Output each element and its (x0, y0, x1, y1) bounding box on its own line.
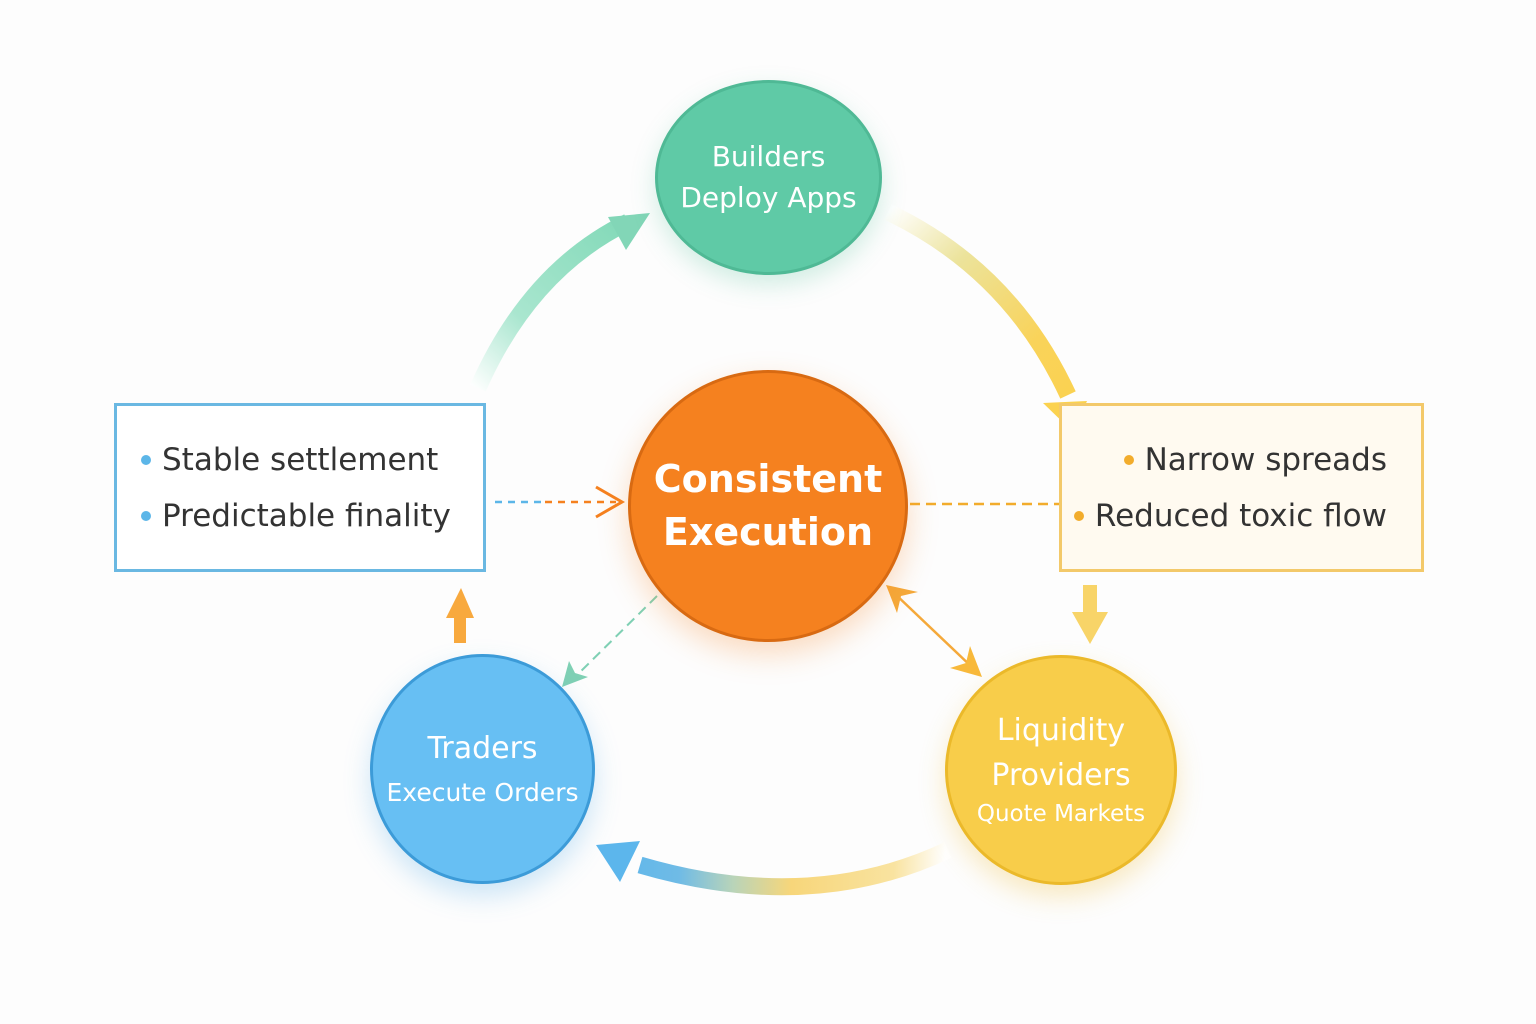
arrow-to-traders-bottom (637, 842, 952, 896)
dashed-center-to-traders (571, 595, 658, 681)
list-item-text: Reduced toxic flow (1094, 497, 1387, 534)
lp-title-line1: Liquidity (996, 713, 1126, 749)
traders-title: Traders (427, 731, 538, 767)
bullet-icon (1123, 454, 1134, 465)
arrowhead-to-builders (608, 213, 650, 250)
center-title-line2: Execution (662, 510, 874, 554)
bullet-icon (141, 454, 151, 465)
list-item: Reduced toxic flow (1073, 488, 1387, 544)
list-item: Narrow spreads (1123, 432, 1387, 488)
consistent-execution-node[interactable]: Consistent Execution (628, 370, 908, 642)
arrowhead-to-traders-bottom (596, 841, 640, 882)
builders-node[interactable]: Builders Deploy Apps (655, 80, 882, 275)
liquidity-providers-node[interactable]: Liquidity Providers Quote Markets (945, 655, 1177, 885)
block-arrow-up (446, 588, 474, 643)
center-title-line1: Consistent (653, 456, 883, 501)
arrowhead-to-center (595, 485, 626, 519)
arrowhead-center-to-traders (562, 661, 588, 687)
settlement-benefits-box: Stable settlement Predictable finality (114, 403, 486, 572)
arrow-to-right-box (884, 204, 1076, 399)
bullet-icon (141, 510, 151, 521)
traders-node[interactable]: Traders Execute Orders (370, 654, 595, 884)
list-item-text: Narrow spreads (1144, 441, 1387, 478)
bullet-icon (1073, 510, 1084, 521)
list-item-text: Stable settlement (162, 441, 439, 478)
list-item: Predictable finality (141, 488, 483, 544)
block-arrow-down (1072, 585, 1108, 644)
traders-subtitle: Execute Orders (386, 777, 579, 807)
arrow-to-builders (470, 214, 632, 392)
builders-subtitle: Deploy Apps (680, 180, 857, 214)
liquidity-benefits-box: Narrow spreads Reduced toxic flow (1059, 403, 1424, 572)
lp-title-line2: Providers (991, 758, 1131, 794)
double-arrow-center-lp (892, 591, 976, 671)
arrowhead-to-center-from-lp (886, 585, 918, 613)
builders-title: Builders (711, 139, 826, 173)
list-item-text: Predictable finality (162, 497, 451, 534)
list-item: Stable settlement (141, 432, 483, 488)
lp-subtitle: Quote Markets (976, 801, 1146, 828)
arrowhead-to-lp (950, 646, 982, 677)
